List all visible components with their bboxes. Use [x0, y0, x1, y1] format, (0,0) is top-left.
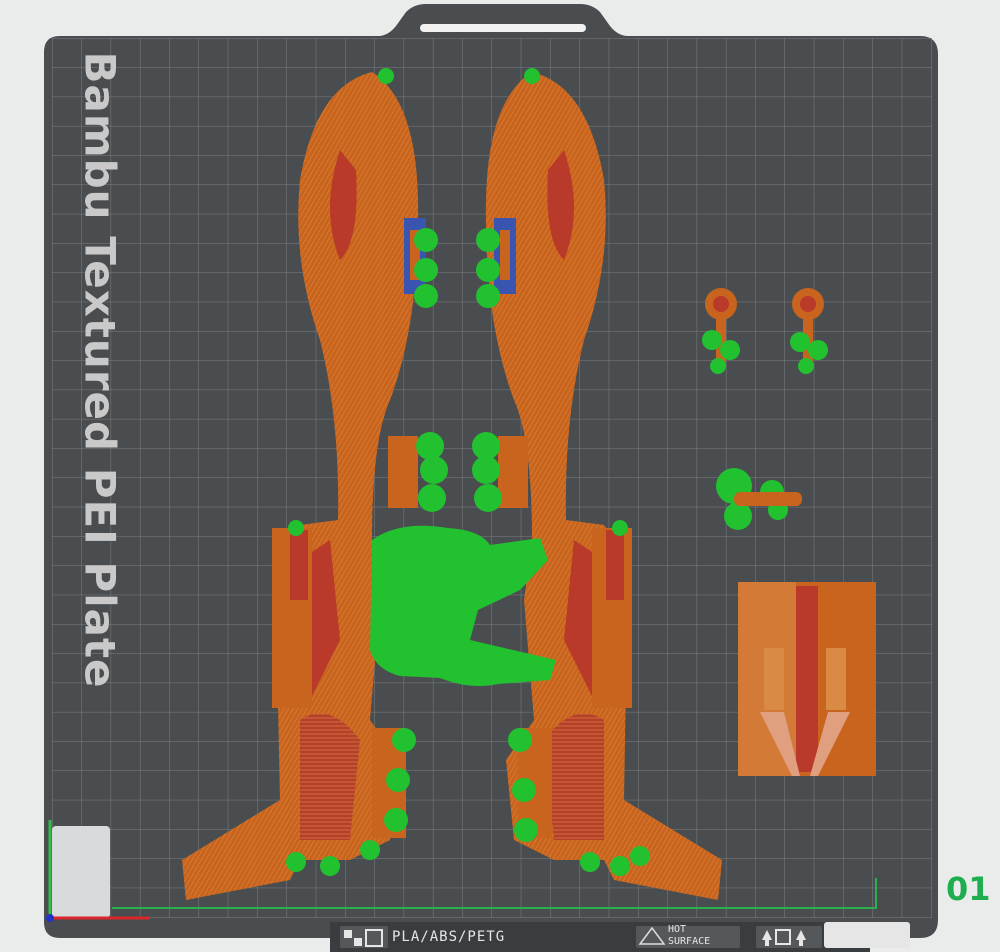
model-part-small-horizontal: [716, 468, 802, 530]
model-part-small-round-right: [790, 288, 828, 374]
plate-type-label: Bambu Textured PEI Plate: [75, 51, 125, 689]
model-part-left-block: [388, 436, 418, 508]
hot-label-top: HOT: [668, 924, 687, 935]
support-dots: [286, 68, 650, 876]
z-axis: [46, 914, 54, 922]
hot-label-bottom: SURFACE: [668, 936, 711, 947]
support-center-blob: [370, 525, 556, 686]
model-part-small-round-left: [702, 288, 740, 374]
plate-boundary: [112, 878, 877, 909]
model-part-right-block: [498, 436, 528, 508]
plate-logo-icon: [344, 929, 383, 947]
hot-surface-warning-icon: [638, 926, 666, 945]
model-part-right-fuselage: [485, 72, 722, 900]
model-part-large-rect: [738, 582, 876, 776]
plate-number[interactable]: 01: [946, 870, 991, 908]
plate-arrows-icon: [762, 929, 806, 946]
home-corner-block: [52, 826, 110, 918]
plate-handle: [420, 24, 586, 32]
filament-label: PLA/ABS/PETG: [392, 929, 506, 945]
model-part-left-fuselage: [182, 72, 419, 900]
